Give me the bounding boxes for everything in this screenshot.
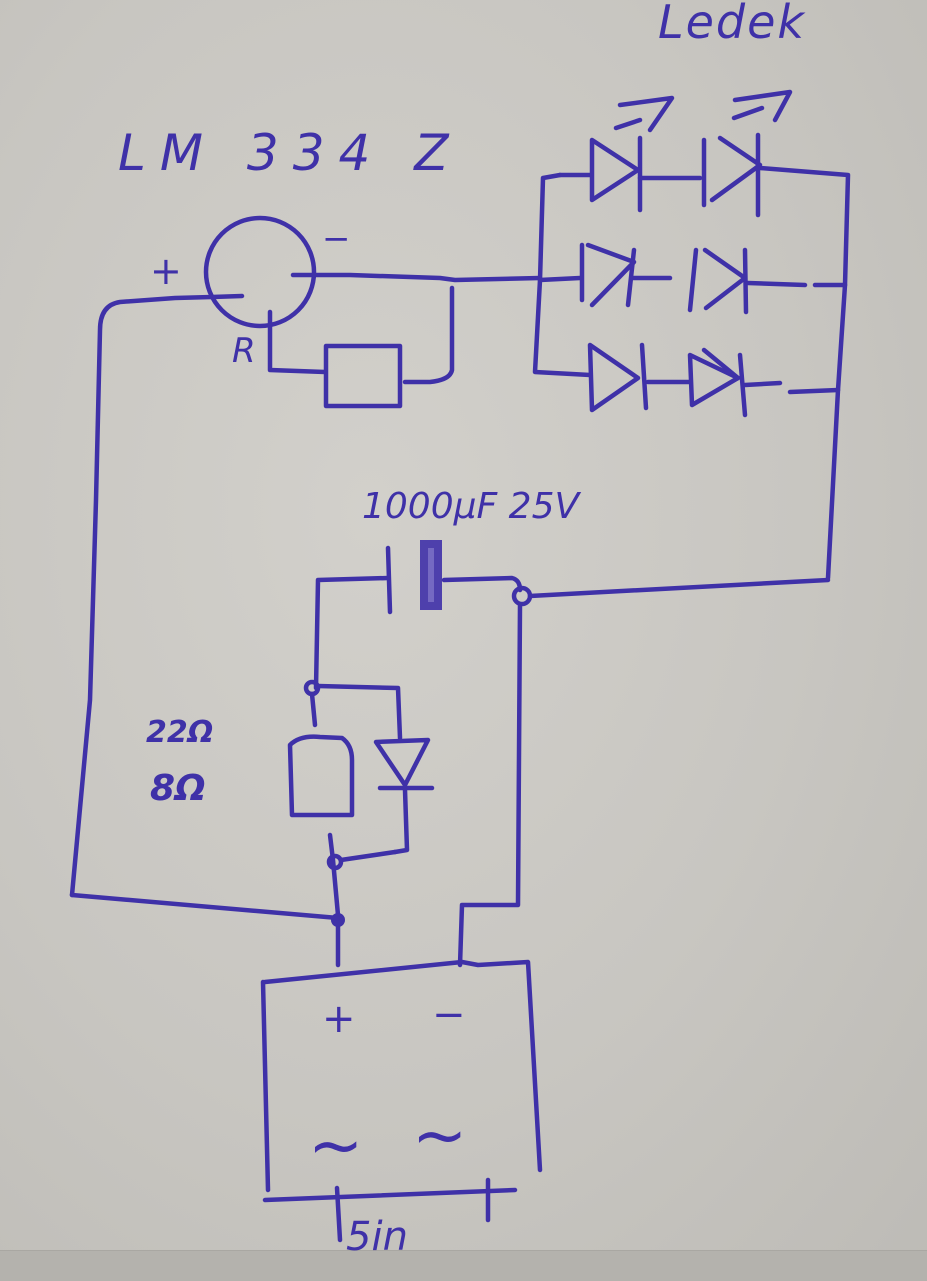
resistor-value-bottom: 8Ω (150, 768, 206, 809)
rectifier-ac2-label: ~ (412, 1097, 467, 1174)
diode-bottom-wire (392, 787, 410, 855)
rectifier-box-left (260, 979, 271, 1193)
led-1-1 (589, 135, 643, 213)
diode-top-wire (315, 683, 403, 741)
led-row2-out (745, 280, 848, 288)
rectifier-box-bottom (262, 1187, 518, 1203)
capacitor-left-wire (313, 575, 391, 691)
led-row3-out (742, 380, 783, 388)
wire-plus-to-left (69, 293, 245, 898)
led-light-arrow-1 (613, 95, 675, 133)
set-resistor (323, 343, 403, 409)
rectifier-box-top-right (262, 959, 543, 1173)
bridge-rectifier (260, 959, 543, 1243)
led-array (532, 89, 851, 581)
wire-minus-to-leds (290, 272, 543, 283)
wire-to-led-return (527, 577, 831, 599)
led-array-label: Ledek (658, 0, 806, 49)
resistor-top-wire (309, 691, 318, 728)
wire-diode-join (338, 849, 398, 863)
diode (373, 737, 435, 791)
regulator-r-pin-label: R (232, 331, 256, 371)
lm334-current-source (69, 215, 543, 898)
series-resistor-diode (69, 679, 435, 968)
led-3-1 (587, 342, 649, 413)
led-right-down-wire (825, 387, 841, 581)
led-1-2 (701, 132, 763, 218)
ac-input-label: 5in (346, 1214, 408, 1260)
resistor-value-top: 22Ω (146, 715, 213, 750)
regulator-minus-label: − (322, 219, 351, 259)
capacitor-label: 1000µF 25V (362, 486, 581, 527)
wire-minus-bus (457, 601, 523, 968)
led-3-2 (687, 347, 748, 418)
electrolytic-capacitor (313, 540, 831, 968)
regulator-plus-label: + (150, 249, 182, 293)
capacitor-right-wire (441, 575, 523, 593)
led-row2-wire (537, 275, 583, 283)
rectifier-ac1-label: ~ (308, 1107, 363, 1184)
wire-resistor-return (402, 285, 455, 385)
wire-left-return (69, 892, 341, 921)
wire-r-pin (267, 309, 328, 375)
paper-edge (0, 1250, 927, 1281)
regulator-body (203, 215, 317, 329)
capacitor-plate-highlight (428, 548, 434, 602)
led-right-bus (757, 165, 851, 395)
series-resistor (287, 734, 355, 818)
rectifier-minus-label: − (432, 992, 466, 1038)
rectifier-plus-label: + (322, 996, 356, 1042)
led-light-arrow-2 (731, 89, 793, 123)
led-2-1 (579, 242, 637, 308)
regulator-label: LM 334 Z (118, 124, 462, 182)
ac-terminal-left (334, 1185, 343, 1243)
led-2-2 (687, 247, 749, 315)
wire-resistor-down (327, 832, 341, 968)
